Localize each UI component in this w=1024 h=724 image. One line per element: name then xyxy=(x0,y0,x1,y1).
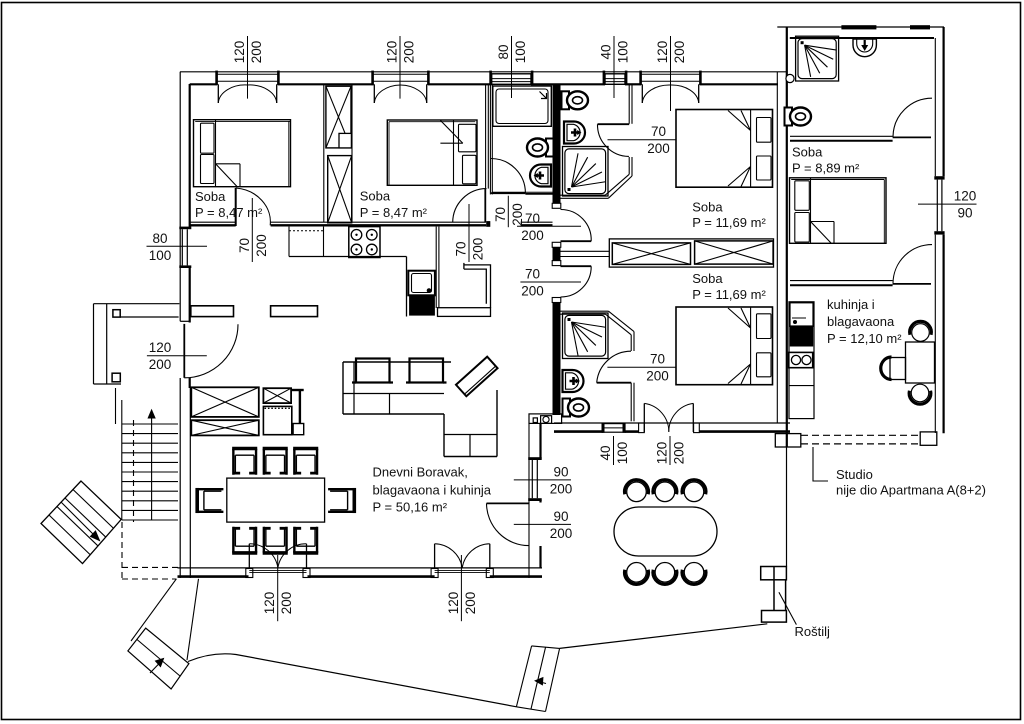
svg-text:200: 200 xyxy=(672,442,687,465)
svg-text:120: 120 xyxy=(232,41,247,64)
svg-text:Roštilj: Roštilj xyxy=(795,624,831,639)
svg-text:120: 120 xyxy=(655,41,670,64)
svg-text:Studio: Studio xyxy=(836,467,873,482)
svg-text:70: 70 xyxy=(237,238,252,253)
svg-text:blagavaona i kuhinja: blagavaona i kuhinja xyxy=(373,483,492,498)
svg-text:120: 120 xyxy=(385,41,400,64)
svg-text:P = 11,69 m²: P = 11,69 m² xyxy=(692,215,766,230)
svg-text:nije dio Apartmana A(8+2): nije dio Apartmana A(8+2) xyxy=(836,483,986,498)
svg-text:70: 70 xyxy=(493,207,508,222)
svg-text:P = 8,47 m²: P = 8,47 m² xyxy=(360,205,428,220)
svg-text:100: 100 xyxy=(513,41,528,64)
svg-text:200: 200 xyxy=(463,592,478,615)
svg-text:blagavaona: blagavaona xyxy=(827,314,895,329)
svg-text:Soba: Soba xyxy=(692,200,723,215)
svg-text:70: 70 xyxy=(525,267,540,282)
svg-text:40: 40 xyxy=(598,445,613,460)
svg-text:70: 70 xyxy=(651,124,666,139)
svg-text:100: 100 xyxy=(616,41,631,64)
svg-text:200: 200 xyxy=(279,592,294,615)
svg-text:200: 200 xyxy=(550,526,573,541)
svg-text:100: 100 xyxy=(615,442,630,465)
svg-text:120: 120 xyxy=(446,592,461,615)
svg-text:200: 200 xyxy=(402,41,417,64)
svg-text:200: 200 xyxy=(254,234,269,257)
svg-text:100: 100 xyxy=(149,248,172,263)
svg-text:80: 80 xyxy=(496,44,511,59)
svg-text:200: 200 xyxy=(550,481,573,496)
svg-text:P = 8,89 m²: P = 8,89 m² xyxy=(792,161,860,176)
svg-text:120: 120 xyxy=(655,442,670,465)
svg-text:80: 80 xyxy=(152,231,167,246)
svg-text:Soba: Soba xyxy=(195,189,226,204)
svg-text:200: 200 xyxy=(521,228,544,243)
svg-text:90: 90 xyxy=(957,206,972,221)
svg-text:90: 90 xyxy=(553,509,568,524)
svg-text:40: 40 xyxy=(599,44,614,59)
svg-text:70: 70 xyxy=(650,352,665,367)
svg-text:120: 120 xyxy=(262,592,277,615)
svg-text:120: 120 xyxy=(954,189,977,204)
svg-text:200: 200 xyxy=(471,238,486,261)
svg-text:70: 70 xyxy=(454,241,469,256)
svg-text:200: 200 xyxy=(149,357,172,372)
svg-text:P = 50,16 m²: P = 50,16 m² xyxy=(373,500,448,515)
svg-text:120: 120 xyxy=(149,340,172,355)
svg-text:Dnevni Boravak,: Dnevni Boravak, xyxy=(373,465,468,480)
svg-text:200: 200 xyxy=(249,41,264,64)
svg-text:200: 200 xyxy=(646,369,669,384)
svg-text:P = 12,10 m²: P = 12,10 m² xyxy=(827,331,902,346)
svg-text:Soba: Soba xyxy=(692,271,723,286)
svg-text:P = 8,47 m²: P = 8,47 m² xyxy=(195,205,263,220)
svg-text:200: 200 xyxy=(647,141,670,156)
svg-text:70: 70 xyxy=(525,211,540,226)
svg-text:Soba: Soba xyxy=(360,189,391,204)
svg-text:200: 200 xyxy=(521,284,544,299)
svg-text:200: 200 xyxy=(510,203,525,226)
svg-text:P = 11,69 m²: P = 11,69 m² xyxy=(692,287,766,302)
svg-text:90: 90 xyxy=(553,464,568,479)
svg-text:kuhinja i: kuhinja i xyxy=(827,297,875,312)
svg-text:Soba: Soba xyxy=(792,145,823,160)
svg-text:200: 200 xyxy=(672,41,687,64)
